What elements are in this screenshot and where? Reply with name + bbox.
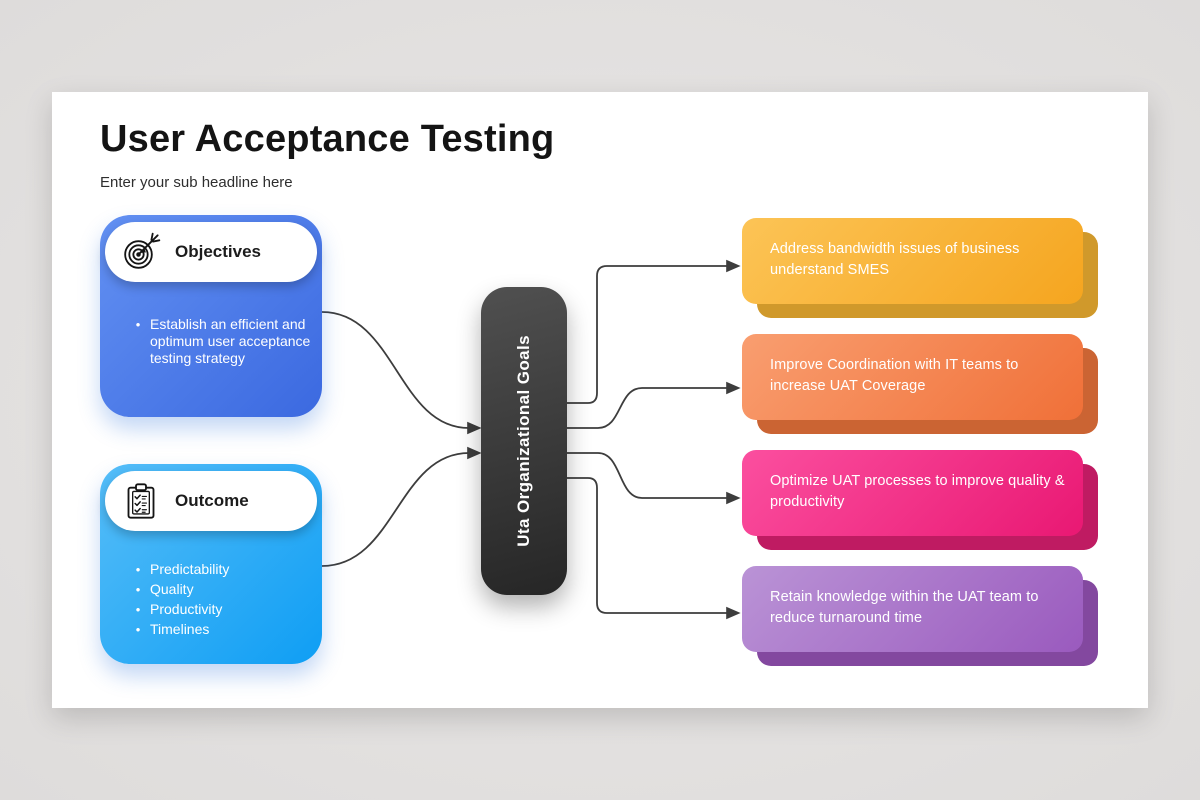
- outcome-bullet-text: Productivity: [150, 601, 223, 617]
- organizational-goals-pill[interactable]: Uta Organizational Goals: [481, 287, 567, 595]
- bullet-dot: •: [135, 622, 141, 637]
- objectives-label: Objectives: [175, 242, 261, 261]
- goal-card-4-text: Retain knowledge within the UAT team to …: [770, 589, 1039, 626]
- goal-card-4[interactable]: Retain knowledge within the UAT team to …: [742, 566, 1083, 652]
- objectives-bullet-text: Establish an efficient and optimum user …: [150, 316, 311, 366]
- bullet-dot: •: [135, 317, 141, 332]
- outcome-bullet-text: Timelines: [150, 621, 210, 637]
- outcome-bullet-text: Predictability: [150, 561, 230, 577]
- list-item: • Establish an efficient and optimum use…: [126, 316, 318, 367]
- objectives-card[interactable]: Objectives • Establish an efficient and …: [100, 215, 322, 417]
- bullet-dot: •: [135, 602, 141, 617]
- list-item: • Quality: [126, 581, 318, 598]
- goal-card-3-text: Optimize UAT processes to improve qualit…: [770, 473, 1065, 510]
- list-item: • Productivity: [126, 601, 318, 618]
- organizational-goals-label: Uta Organizational Goals: [514, 335, 533, 547]
- list-item: • Timelines: [126, 621, 318, 638]
- goal-card-1[interactable]: Address bandwidth issues of business und…: [742, 218, 1083, 304]
- outcome-label: Outcome: [175, 491, 249, 510]
- goal-card-3[interactable]: Optimize UAT processes to improve qualit…: [742, 450, 1083, 536]
- outcome-bullet-list: • Predictability • Quality • Productivit…: [126, 561, 318, 641]
- page-subtitle: Enter your sub headline here: [100, 174, 293, 191]
- list-item: • Predictability: [126, 561, 318, 578]
- bullet-dot: •: [135, 582, 141, 597]
- goal-card-2[interactable]: Improve Coordination with IT teams to in…: [742, 334, 1083, 420]
- outcome-bullet-text: Quality: [150, 581, 194, 597]
- outcome-card[interactable]: Outcome • Predictability • Quality • Pro…: [100, 464, 322, 664]
- goal-card-1-text: Address bandwidth issues of business und…: [770, 241, 1020, 278]
- page-title: User Acceptance Testing: [100, 118, 555, 160]
- clipboard-checklist-icon: [127, 483, 155, 519]
- target-icon: [124, 232, 161, 269]
- objectives-header-pill: Objectives: [105, 222, 317, 282]
- bullet-dot: •: [135, 562, 141, 577]
- objectives-bullet-list: • Establish an efficient and optimum use…: [126, 316, 318, 370]
- outcome-header-pill: Outcome: [105, 471, 317, 531]
- goal-card-2-text: Improve Coordination with IT teams to in…: [770, 357, 1019, 394]
